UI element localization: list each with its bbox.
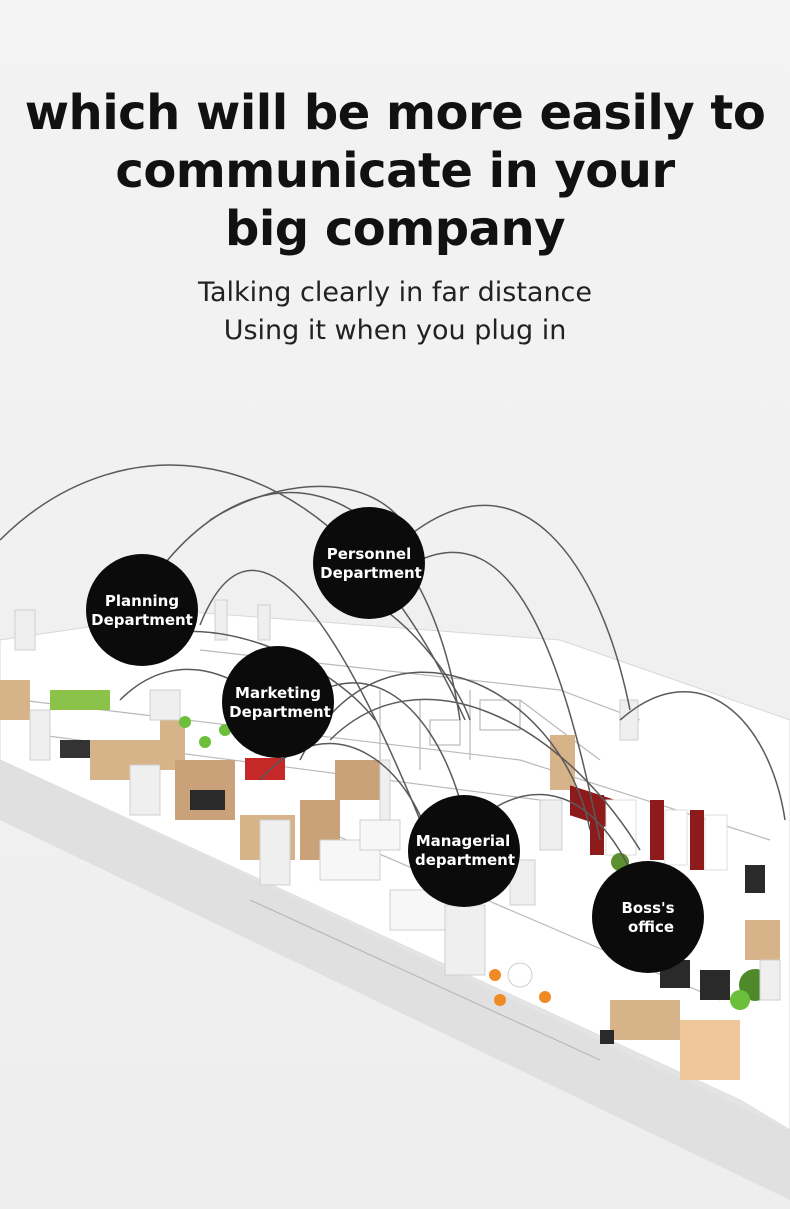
headline-line-3: big company bbox=[224, 201, 566, 257]
bubble-managerial-line-2: department bbox=[415, 851, 515, 869]
bubble-planning: Planning Department bbox=[86, 554, 198, 666]
bubble-marketing-line-1: Marketing bbox=[235, 684, 321, 702]
subheadline: Talking clearly in far distance Using it… bbox=[0, 274, 790, 350]
bubble-personnel-line-1: Personnel bbox=[327, 545, 411, 563]
bubble-boss-office-line-2: office bbox=[628, 918, 674, 936]
bubble-planning-line-2: Department bbox=[91, 611, 193, 629]
bubble-managerial: Managerial department bbox=[408, 795, 520, 907]
bubble-personnel: Personnel Department bbox=[313, 507, 425, 619]
bubble-boss-office: Boss's office bbox=[592, 861, 704, 973]
bubble-marketing: Marketing Department bbox=[222, 646, 334, 758]
subheadline-line-1: Talking clearly in far distance bbox=[197, 277, 593, 308]
floor-slab bbox=[0, 611, 790, 1200]
bubble-planning-line-1: Planning bbox=[105, 592, 179, 610]
headline-line-1: which will be more easily to bbox=[24, 85, 766, 141]
bubble-marketing-line-2: Department bbox=[229, 703, 331, 721]
boss-office-furniture bbox=[600, 920, 781, 1080]
headline-line-2: communicate in your bbox=[115, 143, 675, 199]
subheadline-line-2: Using it when you plug in bbox=[223, 315, 567, 346]
bubble-managerial-line-1: Managerial bbox=[416, 832, 511, 850]
furniture bbox=[0, 599, 781, 1080]
bubble-boss-office-line-1: Boss's bbox=[621, 899, 674, 917]
headline: which will be more easily to communicate… bbox=[0, 84, 790, 258]
bubble-personnel-line-2: Department bbox=[320, 564, 422, 582]
